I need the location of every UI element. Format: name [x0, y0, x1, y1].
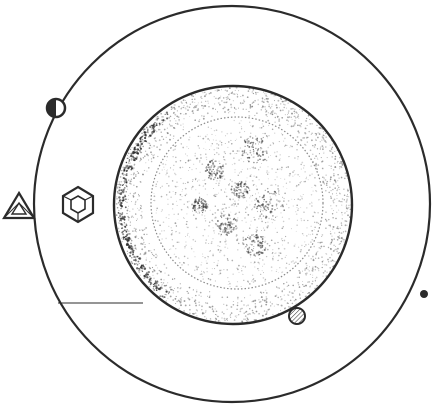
orbit-marker-inner-bottom [288, 307, 306, 325]
outer-orbit [32, 4, 432, 404]
central-sphere [150, 116, 324, 290]
stipple-halo [115, 86, 353, 323]
orbit-marker-outer-right [420, 290, 428, 298]
triangle-symbol [2, 190, 36, 220]
orbit-marker-outer-top-left [45, 97, 67, 119]
hexagon-symbol [61, 185, 95, 224]
inner-orbit [112, 84, 354, 326]
